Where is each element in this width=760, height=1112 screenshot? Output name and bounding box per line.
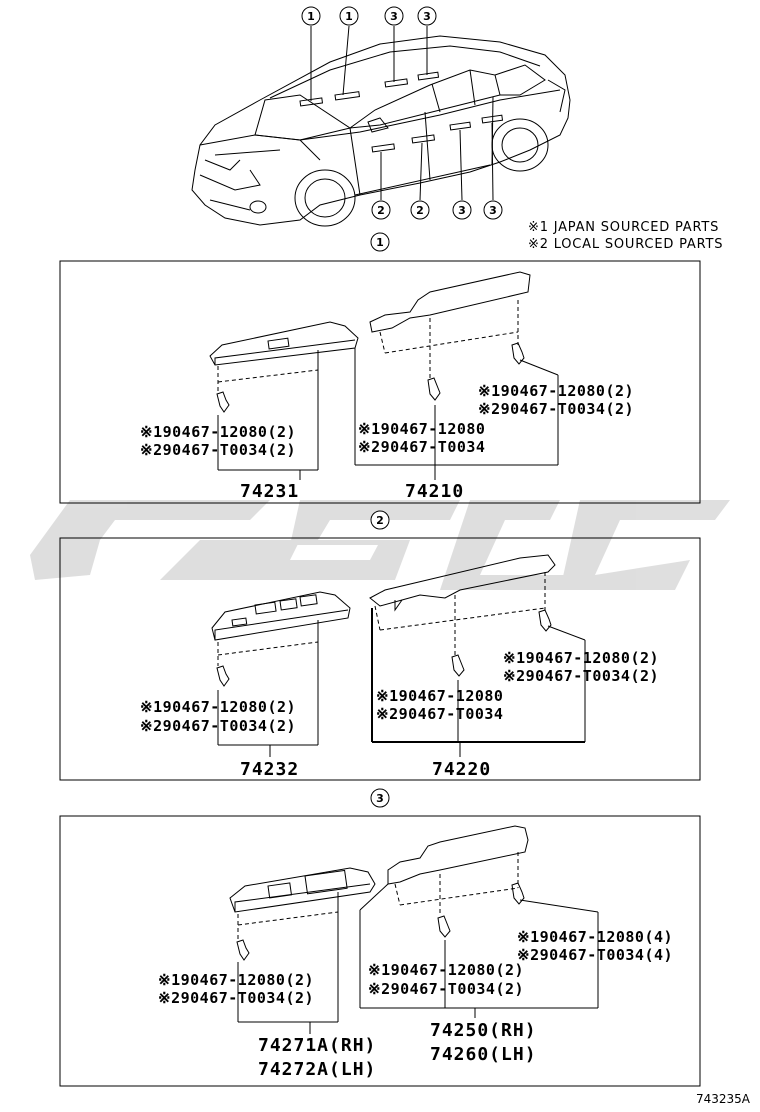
section-1-mid-line-2: ※290467-T0034 — [358, 438, 485, 456]
section-2-right-line-2: ※290467-T0034(2) — [503, 667, 659, 685]
section-3-left-line-2: ※290467-T0034(2) — [158, 989, 314, 1007]
section-1-right-line-2: ※290467-T0034(2) — [478, 400, 634, 418]
section-1-left-line-1: ※190467-12080(2) — [140, 423, 296, 441]
section-2-left-line-2: ※290467-T0034(2) — [140, 717, 296, 735]
section-3-right-line-1: ※190467-12080(4) — [517, 928, 673, 946]
section-1-right-line-1: ※190467-12080(2) — [478, 382, 634, 400]
section-2-left-line-1: ※190467-12080(2) — [140, 698, 296, 716]
section-3-mid-line-1: ※190467-12080(2) — [368, 961, 524, 979]
section-1-mid-line-1: ※190467-12080 — [358, 420, 485, 438]
figure-reference: 743235A — [696, 1092, 751, 1106]
section-3-mid-part-lh: 74260(LH) — [430, 1044, 537, 1065]
watermark-logo — [30, 500, 730, 590]
section-3-left-line-1: ※190467-12080(2) — [158, 971, 314, 989]
section-2-marker: 2 — [376, 514, 384, 527]
section-2-mid-line-2: ※290467-T0034 — [376, 705, 503, 723]
section-3-frame — [59, 815, 701, 1087]
section-2-right-line-1: ※190467-12080(2) — [503, 649, 659, 667]
callout-label: 3 — [458, 204, 466, 217]
car-callouts-top: 1 1 3 3 — [301, 6, 437, 26]
car-illustration — [191, 25, 571, 227]
callout-label: 2 — [377, 204, 385, 217]
car-callouts-bottom: 2 2 3 3 — [371, 200, 503, 220]
section-1-mid-part-number: 74210 — [405, 481, 464, 502]
section-3-mid-part-rh: 74250(RH) — [430, 1020, 537, 1041]
note-local: ※2 LOCAL SOURCED PARTS — [528, 237, 723, 252]
callout-label: 3 — [423, 10, 431, 23]
note-japan: ※1 JAPAN SOURCED PARTS — [528, 220, 719, 235]
section-2-frame — [59, 537, 701, 781]
section-2-mid-part-number: 74220 — [432, 759, 491, 780]
section-1-frame — [59, 260, 701, 504]
callout-label: 3 — [390, 10, 398, 23]
callout-label: 1 — [345, 10, 353, 23]
callout-label: 3 — [489, 204, 497, 217]
section-1-left-line-2: ※290467-T0034(2) — [140, 441, 296, 459]
callout-label: 1 — [307, 10, 315, 23]
section-1-left-part-number: 74231 — [240, 481, 299, 502]
section-3-parts — [229, 825, 599, 1034]
section-1-parts — [209, 271, 559, 480]
section-3-left-part-rh: 74271A(RH) — [258, 1035, 376, 1056]
section-2-left-part-number: 74232 — [240, 759, 299, 780]
section-2-mid-line-1: ※190467-12080 — [376, 687, 503, 705]
section-2-parts — [211, 554, 586, 757]
section-1-marker: 1 — [376, 236, 384, 249]
section-3-marker: 3 — [376, 792, 384, 805]
section-3-right-line-2: ※290467-T0034(4) — [517, 946, 673, 964]
section-3-left-part-lh: 74272A(LH) — [258, 1059, 376, 1080]
section-3-mid-line-2: ※290467-T0034(2) — [368, 980, 524, 998]
callout-label: 2 — [416, 204, 424, 217]
